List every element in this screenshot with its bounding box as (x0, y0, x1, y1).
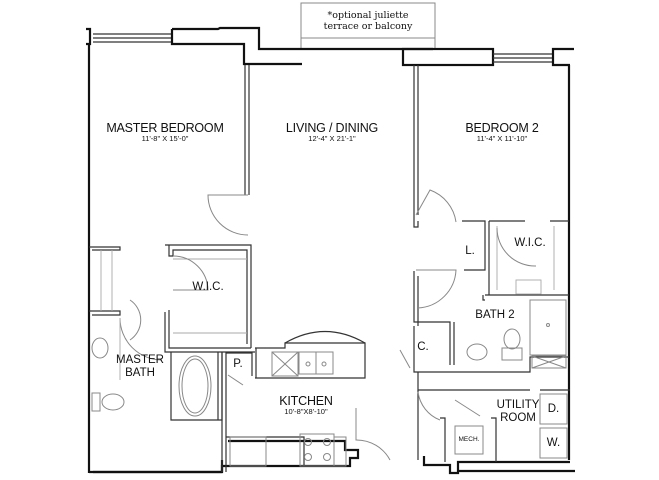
balcony-outline (300, 2, 436, 50)
room-linen: L. (465, 245, 475, 257)
room-name-line1: MASTER (116, 354, 164, 366)
balcony-note: *optional juliette terrace or balcony (301, 10, 435, 33)
room-utility: UTILITY ROOM (496, 399, 540, 425)
balcony-note-line2: terrace or balcony (323, 20, 413, 32)
washer-label: W. (546, 437, 561, 449)
room-master-bedroom: MASTER BEDROOM 11'-8" X 15'-0" (95, 121, 235, 144)
room-name: KITCHEN (279, 394, 333, 408)
room-dimensions: 10'-8"X8'-10" (284, 407, 328, 417)
room-pantry: P. (233, 358, 243, 370)
room-master-wic: W.I.C. (192, 281, 224, 293)
room-dimensions: 11'-4" X 11'-10" (476, 134, 528, 144)
room-dimensions: 11'-8" X 15'-0" (141, 134, 189, 144)
room-living-dining: LIVING / DINING 12'-4" X 21'-1" (262, 121, 402, 144)
room-name: MASTER BEDROOM (106, 121, 224, 135)
room-coat-closet: C. (417, 341, 429, 353)
dryer-label: D. (547, 403, 560, 415)
room-name-line2: BATH (125, 367, 155, 380)
room-name: BEDROOM 2 (465, 121, 539, 135)
room-bedroom-2: BEDROOM 2 11'-4" X 11'-10" (432, 121, 572, 144)
room-name-line1: UTILITY (496, 399, 540, 411)
room-mech: MECH. (458, 436, 480, 443)
balcony-note-line1: *optional juliette (327, 10, 409, 21)
room-master-bath: MASTER BATH (112, 354, 168, 380)
doors (119, 189, 537, 461)
room-dimensions: 12'-4" X 21'-1" (308, 134, 356, 144)
master-bath-fixtures (91, 318, 212, 417)
room-kitchen: KITCHEN 10'-8"X8'-10" (276, 394, 336, 417)
room-bedroom2-wic: W.I.C. (514, 237, 546, 249)
room-name-line2: ROOM (500, 412, 536, 425)
interior-walls (89, 65, 570, 472)
room-name: LIVING / DINING (285, 121, 379, 135)
room-bath-2: BATH 2 (475, 309, 515, 321)
